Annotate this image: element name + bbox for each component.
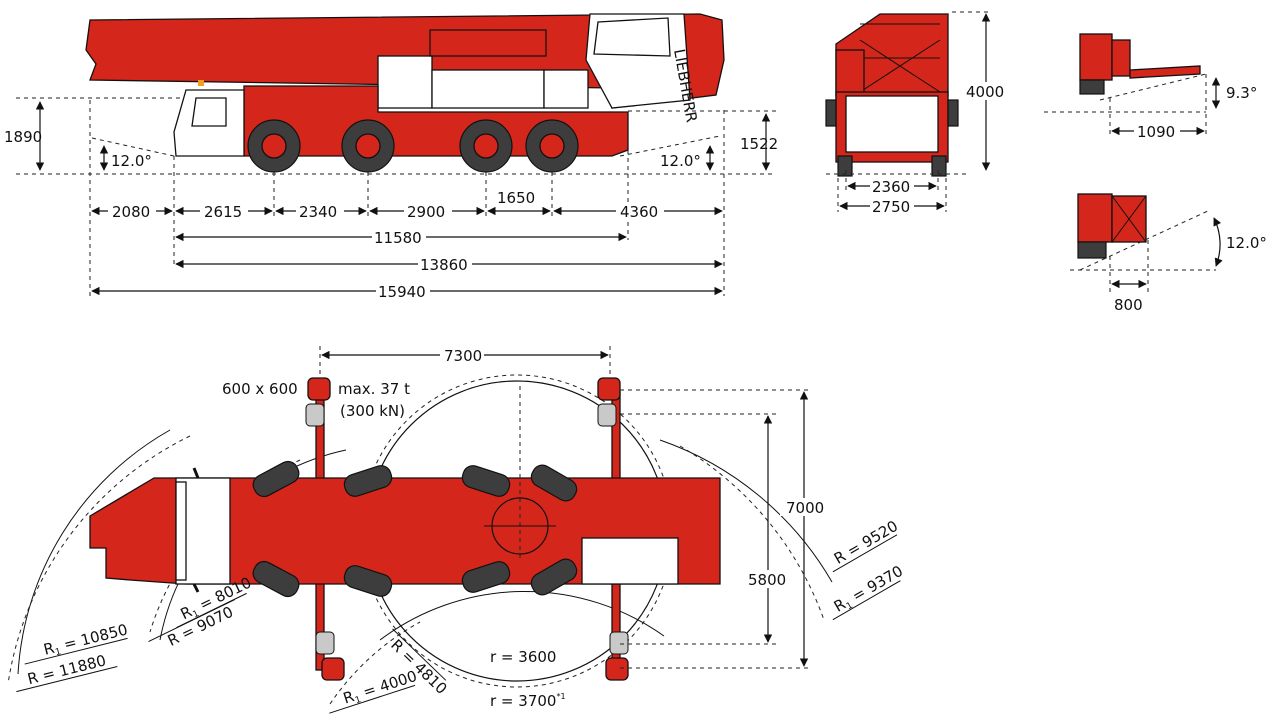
- plan-span-mid: 5800: [748, 571, 786, 589]
- front-height: 4000: [966, 83, 1004, 101]
- radius-10850-prefix: R: [42, 639, 56, 659]
- engine-housing: [431, 69, 545, 109]
- detail-top-view: 9.3° 1090: [1044, 33, 1257, 141]
- side-wheels: [247, 119, 579, 173]
- dim-1650: 1650: [497, 189, 535, 207]
- radius-10850-value: = 10850: [57, 620, 129, 654]
- detail-top-length: 1090: [1137, 123, 1175, 141]
- plan-view: 7300 600 x 600 max. 37 t (300 kN) 7000 5…: [7, 346, 907, 714]
- plan-carrier: [89, 477, 721, 585]
- pad-load: max. 37 t: [338, 380, 410, 398]
- pad-front-top: [307, 377, 331, 401]
- front-grille: [845, 95, 939, 153]
- outrigger-rear-bottom: [611, 579, 621, 671]
- angle-rear-label: 12.0°: [660, 152, 701, 170]
- detail-bottom-view: 12.0° 800: [1070, 193, 1267, 314]
- svg-text:R1 = 9370: R1 = 9370: [831, 562, 907, 618]
- radius-3600: r = 3600: [490, 648, 556, 666]
- radius-9520: R = 9520: [831, 517, 901, 568]
- plan-span-full: 7000: [786, 499, 824, 517]
- angle-front-label: 12.0°: [111, 152, 152, 170]
- plan-span-long: 7300: [444, 347, 482, 365]
- pad-rear-bottom: [605, 657, 629, 681]
- front-track: 2360: [872, 178, 910, 196]
- plan-tires: [252, 460, 578, 598]
- radius-4000-sub: 1: [354, 695, 363, 706]
- radius-8010-sub: 1: [191, 609, 201, 621]
- dim-2900: 2900: [407, 203, 445, 221]
- dim-4360: 4360: [620, 203, 658, 221]
- outrigger-front-bottom: [315, 579, 325, 671]
- pad-rear-top: [597, 377, 621, 401]
- height-left-label: 1890: [4, 128, 42, 146]
- length-axles: 11580: [374, 229, 422, 247]
- radius-10850-sub: 1: [54, 647, 62, 658]
- railing: [429, 29, 547, 57]
- detail-bottom-angle: 12.0°: [1226, 234, 1267, 252]
- radius-9370-value: = 9370: [845, 562, 906, 608]
- detail-bottom-length: 800: [1114, 296, 1143, 314]
- length-total: 15940: [378, 283, 426, 301]
- detail-top-angle: 9.3°: [1226, 84, 1257, 102]
- svg-text:R1 = 10850: R1 = 10850: [42, 620, 130, 660]
- radius-11880: R = 11880: [26, 651, 108, 688]
- side-view: LIEBHERR 1890 152: [4, 13, 778, 301]
- front-width: 2750: [872, 198, 910, 216]
- pad-force: (300 kN): [340, 402, 405, 420]
- beacon-light: [198, 80, 204, 86]
- radius-3700: r = 3700: [490, 692, 556, 710]
- front-view: 4000 2360 2750: [825, 11, 1004, 216]
- dim-2080: 2080: [112, 203, 150, 221]
- radius-9370-sub: 1: [845, 601, 855, 613]
- svg-text:R1 = 4000: R1 = 4000: [341, 667, 420, 710]
- side-panel: [543, 69, 589, 109]
- cab-window: [191, 97, 227, 127]
- pad-front-bottom: [321, 657, 345, 681]
- counterweight-block: [377, 55, 433, 109]
- height-right-label: 1522: [740, 135, 778, 153]
- dim-2340: 2340: [299, 203, 337, 221]
- dim-2615: 2615: [204, 203, 242, 221]
- radius-4000-value: = 4000: [356, 667, 419, 703]
- plan-engine-cover: [581, 537, 679, 585]
- superstructure-window: [593, 17, 671, 57]
- length-chassis: 13860: [420, 256, 468, 274]
- pad-size: 600 x 600: [222, 380, 298, 398]
- svg-text:r = 3700*1: r = 3700*1: [490, 692, 566, 710]
- radius-3700-note: *1: [556, 692, 565, 701]
